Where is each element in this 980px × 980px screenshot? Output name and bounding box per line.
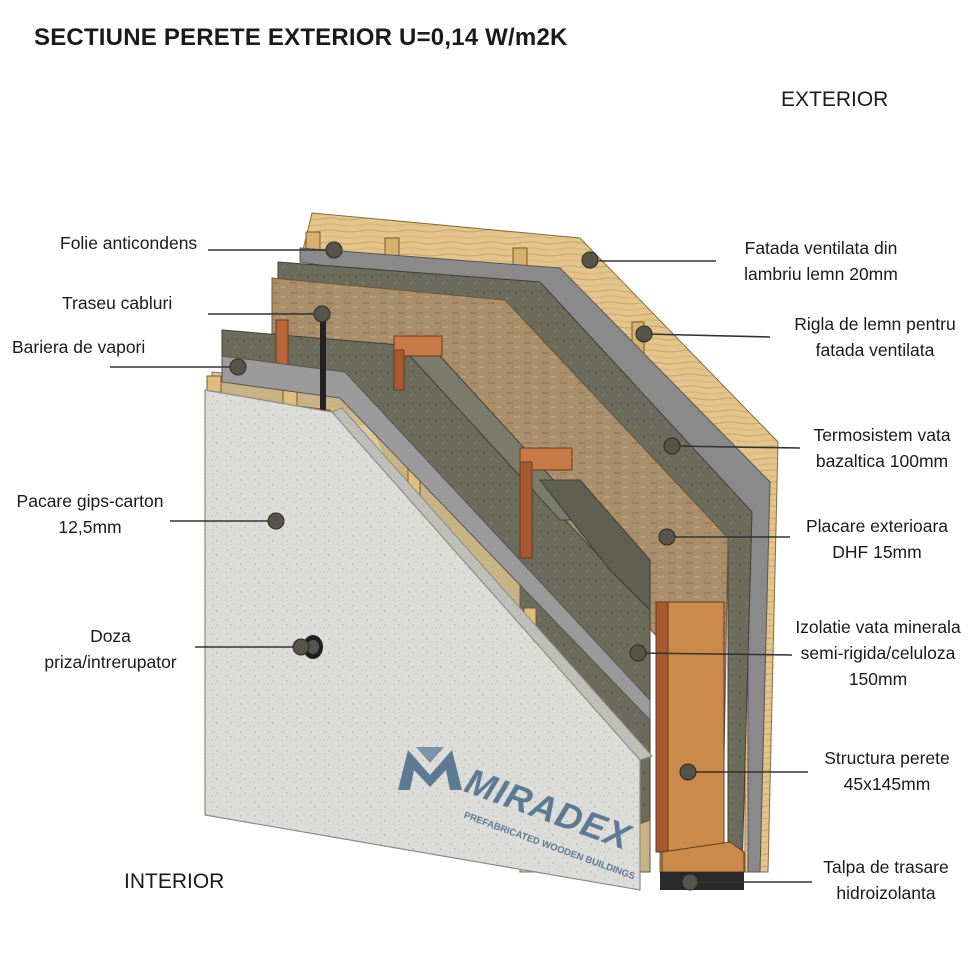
leader-dot <box>325 241 343 259</box>
leader-izolatie <box>629 644 793 662</box>
leader-talpa <box>681 873 812 891</box>
facade-batten <box>512 247 528 267</box>
leader-dot <box>292 638 310 656</box>
bottom-plate <box>661 841 745 873</box>
interior-label: INTERIOR <box>124 870 225 893</box>
wall-stud <box>393 349 405 391</box>
leader-dot <box>679 763 697 781</box>
label-traseu-cabluri: Traseu cabluri <box>62 293 173 313</box>
label-termosistem: Termosistem vata bazaltica 100mm <box>813 425 951 471</box>
leader-dhf <box>658 528 790 546</box>
leader-dot <box>581 251 599 269</box>
leader-dot <box>229 358 247 376</box>
facade-batten <box>384 237 400 257</box>
leader-dot <box>663 437 681 455</box>
wall-stud <box>655 601 669 853</box>
exterior-label: EXTERIOR <box>781 88 889 111</box>
leader-lines <box>110 241 812 891</box>
service-batten <box>206 375 222 393</box>
label-talpa-trasare: Talpa de trasare hidroizolanta <box>823 857 949 903</box>
label-izolatie-vata: Izolatie vata minerala semi-rigida/celul… <box>795 617 961 689</box>
label-fatada-ventilata: Fatada ventilata din lambriu lemn 20mm <box>744 238 898 284</box>
label-doza-priza: Doza priza/intrerupator <box>44 626 177 672</box>
waterproof-sole <box>660 872 744 890</box>
leader-termo <box>663 437 801 455</box>
leader-dot <box>635 325 653 343</box>
wall-stud <box>519 461 533 559</box>
leader-bariera <box>110 358 247 376</box>
leader-line <box>671 445 801 449</box>
leader-gips <box>170 512 285 530</box>
cable-conduit <box>320 318 326 414</box>
leader-line <box>643 333 771 338</box>
electrical-box <box>303 635 323 659</box>
leader-doza <box>195 638 310 656</box>
leader-structura <box>679 763 808 781</box>
wall-stud <box>519 447 573 471</box>
leader-dot <box>681 873 699 891</box>
facade-batten <box>305 231 321 251</box>
label-placare-dhf: Placare exterioara DHF 15mm <box>805 516 949 562</box>
leader-traseu <box>208 305 331 323</box>
vapour-barrier <box>221 355 651 722</box>
wall-stud <box>275 319 289 369</box>
leader-dot <box>629 644 647 662</box>
label-folie-anticondens: Folie anticondens <box>60 233 198 253</box>
gypsum-board <box>204 389 641 891</box>
leader-line <box>589 259 716 262</box>
leader-rigla <box>635 325 771 343</box>
label-bariera-vapori: Bariera de vapori <box>12 337 146 357</box>
label-structura-perete: Structura perete 45x145mm <box>824 748 950 794</box>
leader-dot <box>313 305 331 323</box>
label-gips-carton: Pacare gips-carton 12,5mm <box>16 491 164 537</box>
label-rigla-lemn: Rigla de lemn pentru fatada ventilata <box>794 314 956 360</box>
wall-stud <box>393 335 443 357</box>
leader-folie <box>208 241 343 259</box>
insulation-block <box>538 479 651 612</box>
leader-fatada <box>581 251 716 269</box>
leader-line <box>637 652 793 656</box>
leader-dot <box>267 512 285 530</box>
leader-dot <box>658 528 676 546</box>
logo-mark <box>398 747 462 790</box>
gypsum-edge <box>331 407 653 761</box>
page-title: SECTIUNE PERETE EXTERIOR U=0,14 W/m2K <box>34 24 568 51</box>
